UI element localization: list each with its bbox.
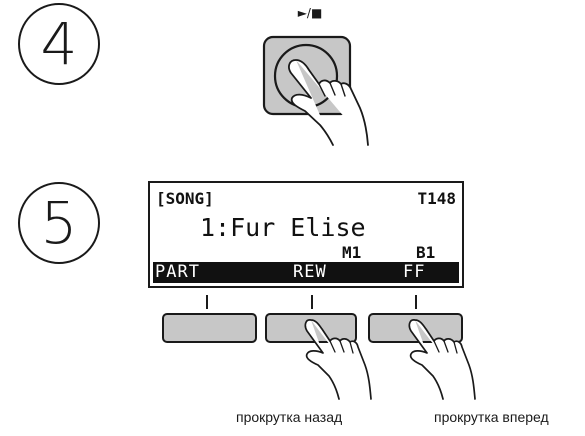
step-number-5: 5 [18,182,100,264]
ff-indicator-line [415,295,417,309]
soft-key-part-label: PART [155,262,200,282]
lcd-display: [SONG] T148 1:Fur Elise M1 B1 PART REW F… [148,181,464,288]
play-stop-label: ►/■ [297,6,323,20]
fast-forward-caption: прокрутка вперед [434,409,549,425]
part-button[interactable] [162,313,257,343]
lcd-soft-key-bar: PART REW FF [153,262,459,283]
lcd-beat: B1 [416,243,436,262]
step-number-4: 4 [18,3,100,85]
part-indicator-line [206,295,208,309]
soft-key-rew-label: REW [293,262,327,282]
lcd-mode: [SONG] [156,189,214,208]
rewind-caption: прокрутка назад [236,409,343,425]
lcd-tempo: T148 [417,189,456,208]
soft-key-ff-label: FF [403,262,426,282]
rew-indicator-line [311,295,313,309]
lcd-song-title: 1:Fur Elise [200,213,366,242]
lcd-measure: M1 [342,243,362,262]
